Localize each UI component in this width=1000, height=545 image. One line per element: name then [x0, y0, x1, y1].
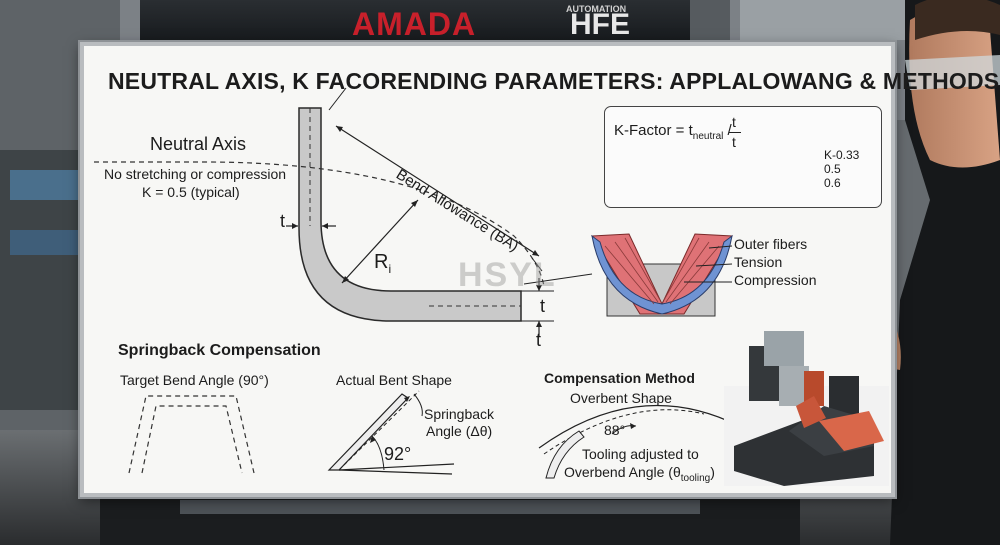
neutral-axis-line1: No stretching or compression — [104, 166, 287, 182]
watermark-text: HSYL — [458, 256, 557, 294]
brand-logo-text: AMADA — [352, 6, 477, 42]
bottom-thickness-label-2: t — [536, 330, 542, 350]
springback-angle-label-2: Angle (Δθ) — [426, 423, 493, 439]
ba-extension-top — [328, 87, 347, 111]
target-angle-label: Target Bend Angle (90°) — [120, 372, 269, 388]
kfactor-legend-2: 0.5 — [824, 162, 841, 176]
info-board: NEUTRAL AXIS, K FACORENDING PARAMETERS: … — [80, 42, 999, 497]
radius-subscript: i — [388, 262, 392, 276]
thickness-label: t — [280, 211, 286, 231]
springback-angle-label-1: Springback — [424, 406, 495, 422]
tooling-label-2: Overbend Angle (θtooling) — [564, 464, 715, 484]
kfactor-fraction-denominator: t — [732, 134, 736, 150]
press-brake-tooling-photo — [724, 331, 889, 486]
kfactor-legend-1: K-0.33 — [824, 148, 860, 162]
tooling-label-1: Tooling adjusted to — [582, 446, 699, 462]
target-bend-shape — [128, 395, 255, 474]
springback-angle-value: 92° — [384, 444, 412, 464]
kfactor-legend-3: 0.6 — [824, 176, 841, 190]
kfactor-box — [604, 106, 882, 208]
compensation-heading: Compensation Method — [544, 370, 695, 386]
page-title: NEUTRAL AXIS, K FACORENDING PARAMETERS: … — [108, 68, 1000, 94]
ba-arrow — [335, 125, 540, 257]
springback-heading: Springback Compensation — [118, 342, 321, 359]
kfactor-subscript: neutral — [692, 131, 724, 142]
compression-label: Compression — [734, 272, 817, 288]
ba-extension-bottom — [531, 257, 543, 272]
actual-shape-label: Actual Bent Shape — [336, 372, 452, 388]
neutral-axis-heading: Neutral Axis — [150, 134, 247, 154]
radius-arrow — [341, 199, 419, 284]
overbent-shape — [538, 404, 740, 479]
radius-label: Ri — [374, 251, 392, 276]
machine-sub-text: AUTOMATION — [566, 4, 627, 14]
outer-fibers-label: Outer fibers — [734, 236, 808, 252]
neutral-axis-line2: K = 0.5 (typical) — [142, 184, 240, 200]
overbent-shape-label: Overbent Shape — [570, 390, 672, 406]
kfactor-formula: K-Factor = tneutral / — [614, 122, 732, 142]
actual-bent-shape — [327, 390, 455, 475]
kfactor-fraction-bar — [729, 132, 741, 133]
kfactor-fraction-numerator: t — [732, 114, 736, 130]
tooling-subscript: tooling — [680, 472, 711, 484]
fiber-cross-section — [591, 233, 733, 317]
bottom-thickness-label: t — [540, 296, 546, 316]
tension-label: Tension — [734, 254, 783, 270]
overbend-angle-value: 88° — [604, 422, 626, 438]
machine-model-text: HFE — [570, 8, 630, 41]
